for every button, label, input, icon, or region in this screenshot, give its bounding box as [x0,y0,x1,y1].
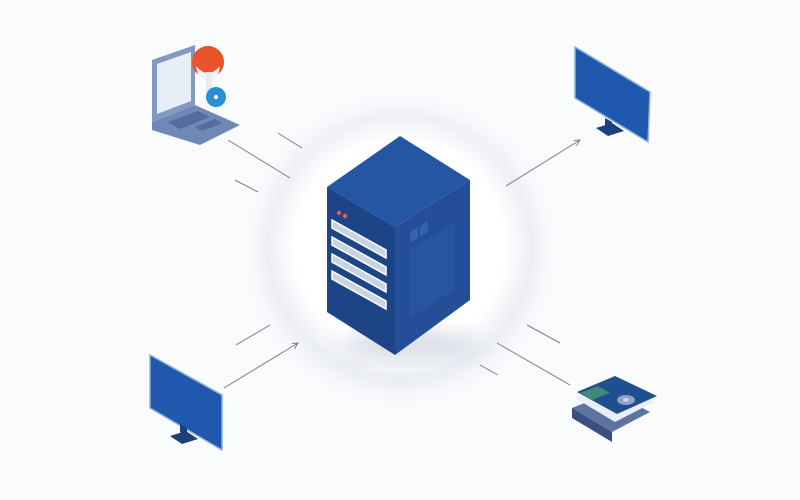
connector-line [479,364,499,376]
hard-drive-icon [572,376,657,442]
connector-line [227,139,291,179]
monitor-icon [149,353,223,452]
indicator-light [336,210,342,216]
connector-arrow [223,343,298,389]
server-tower-icon [327,136,480,359]
connector-line [235,324,271,346]
monitor-icon [574,45,651,144]
drive-bays [331,218,387,311]
connector-line [234,179,259,193]
connector-line [277,132,303,149]
connector-lines [223,132,580,389]
laptop-user-key-icon [152,45,240,145]
connector-line [526,324,561,344]
connector-arrow [505,140,580,187]
connector-line [496,342,571,386]
indicator-light [342,213,348,219]
